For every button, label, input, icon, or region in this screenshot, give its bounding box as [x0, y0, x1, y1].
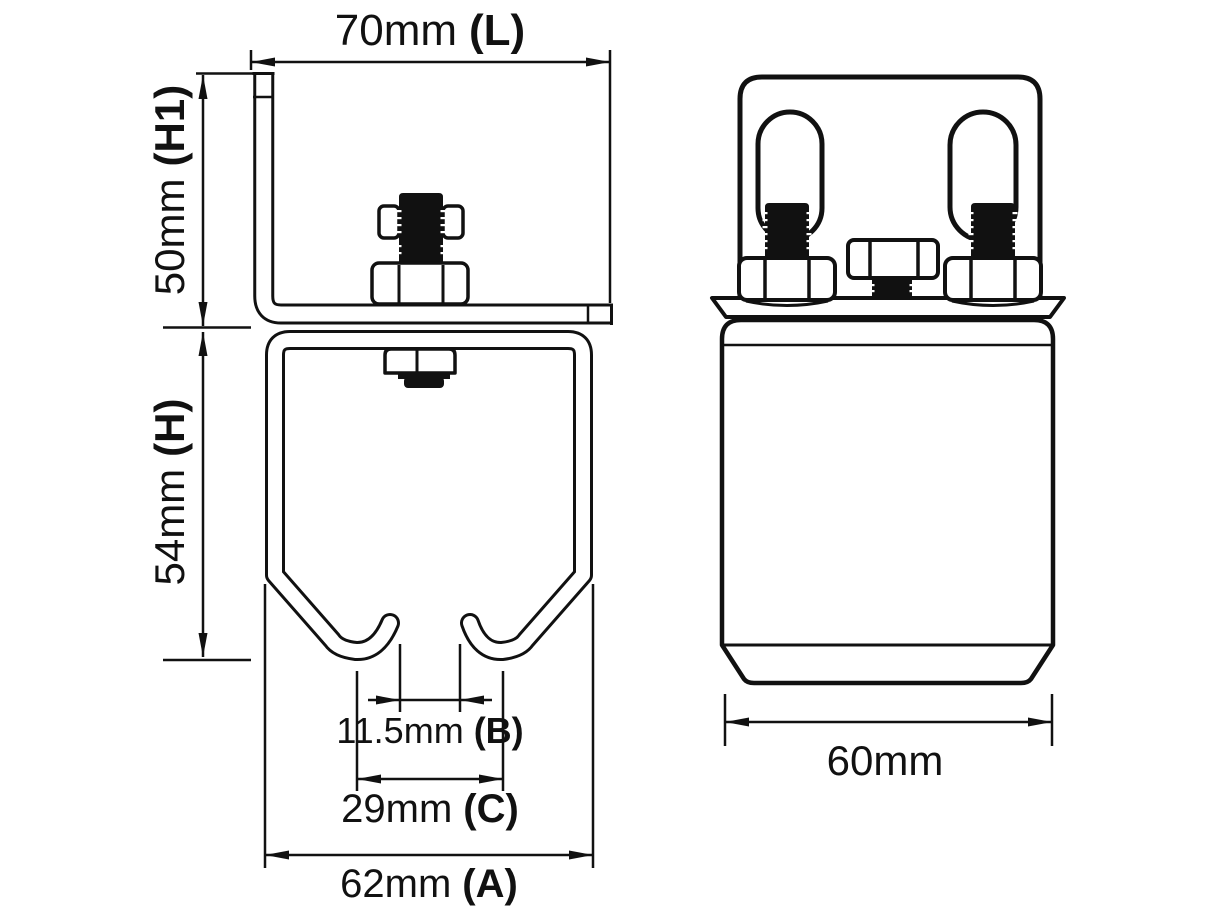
bracket-bolt-assembly	[370, 193, 470, 306]
thread-ticks-front	[396, 210, 446, 255]
dimension-labels: 70mm(L) 50mm(H1) 54mm(H) 11.5mm(B) 29mm(…	[146, 6, 943, 906]
dim-label-C: 29mm(C)	[341, 787, 519, 831]
dim-A	[263, 584, 595, 868]
channel-body-side	[719, 317, 1056, 686]
dim-label-B: 11.5mm(B)	[336, 710, 523, 751]
dim-label-A: 62mm(A)	[340, 862, 518, 906]
dimension-annotations	[163, 50, 1054, 868]
center-bolt-head	[846, 238, 940, 280]
dim-label-H: 54mm(H)	[146, 398, 193, 585]
dim-C	[355, 671, 505, 791]
left-bolt	[737, 203, 837, 307]
side-view-elevation	[710, 74, 1066, 686]
dim-H1	[163, 72, 253, 329]
right-bolt	[943, 203, 1043, 307]
dim-label-W: 60mm	[827, 737, 944, 784]
dim-H	[163, 332, 251, 662]
channel-profile	[265, 330, 593, 661]
dim-label-L: 70mm(L)	[335, 6, 525, 55]
inner-nut-and-bolt-tip	[383, 347, 457, 388]
dim-label-H1: 50mm(H1)	[146, 85, 193, 295]
front-view-cross-section	[252, 72, 613, 661]
dim-W	[723, 694, 1054, 746]
l-bracket	[252, 72, 613, 325]
dim-L	[249, 50, 612, 303]
dim-B	[368, 644, 492, 712]
